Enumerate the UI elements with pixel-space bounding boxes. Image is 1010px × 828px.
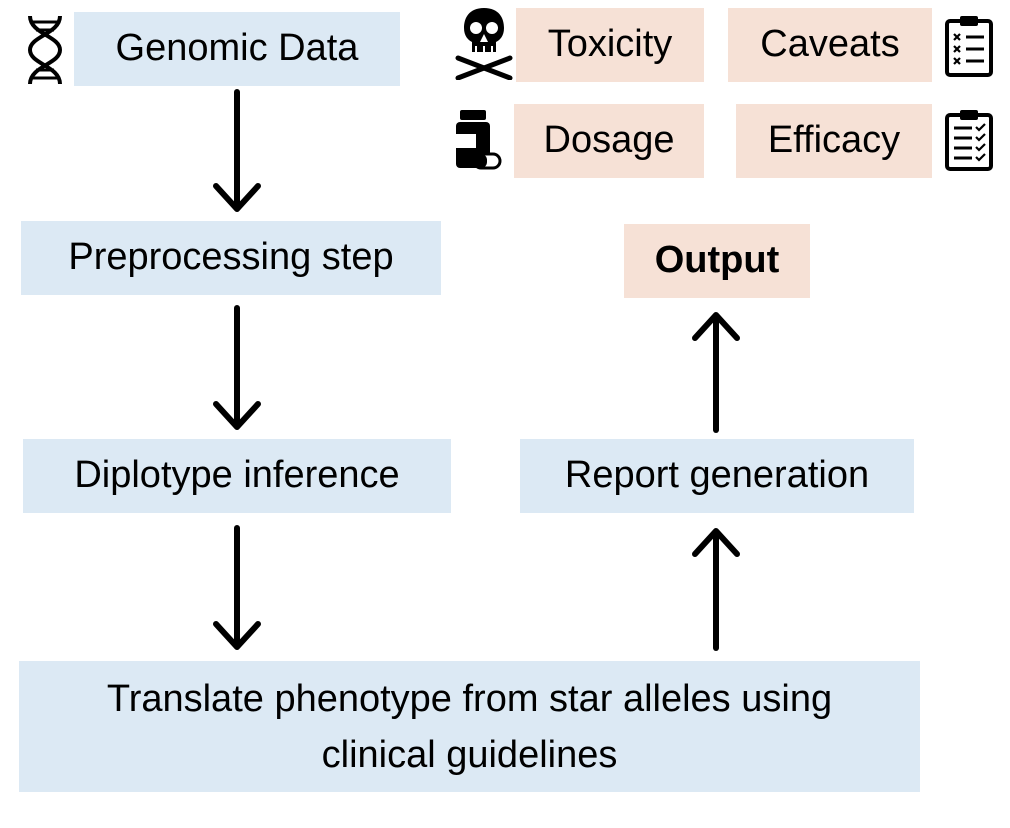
translate-phenotype-line1: Translate phenotype from star alleles us… — [106, 677, 833, 720]
preprocessing-label: Preprocessing step — [68, 236, 394, 279]
translate-phenotype-line2: clinical guidelines — [321, 733, 618, 776]
arrow-genomic-to-preprocessing — [213, 89, 261, 212]
genomic-data-label: Genomic Data — [115, 27, 359, 70]
caveats-node: Caveats — [728, 8, 932, 82]
arrow-preprocessing-to-diplotype — [213, 305, 261, 430]
preprocessing-node: Preprocessing step — [21, 221, 441, 295]
diplotype-inference-node: Diplotype inference — [23, 439, 451, 513]
dosage-node: Dosage — [514, 104, 704, 178]
diplotype-inference-label: Diplotype inference — [74, 454, 400, 497]
report-generation-label: Report generation — [564, 454, 870, 497]
clipboard-check-icon — [945, 110, 993, 171]
toxicity-node: Toxicity — [516, 8, 704, 82]
toxicity-label: Toxicity — [547, 23, 673, 66]
report-generation-node: Report generation — [520, 439, 914, 513]
genomic-data-node: Genomic Data — [74, 12, 400, 86]
efficacy-label: Efficacy — [767, 119, 901, 162]
clipboard-x-icon — [945, 16, 993, 77]
arrow-diplotype-to-translate — [213, 525, 261, 650]
dosage-label: Dosage — [543, 119, 675, 162]
arrow-report-to-output — [692, 312, 740, 433]
caveats-label: Caveats — [760, 23, 900, 66]
output-label: Output — [654, 239, 780, 282]
output-node: Output — [624, 224, 810, 298]
efficacy-node: Efficacy — [736, 104, 932, 178]
translate-phenotype-node: Translate phenotype from star alleles us… — [19, 661, 920, 792]
arrow-translate-to-report — [692, 528, 740, 651]
pill-bottle-icon — [456, 110, 502, 170]
dna-icon — [27, 15, 63, 85]
skull-crossbones-icon — [455, 8, 513, 80]
